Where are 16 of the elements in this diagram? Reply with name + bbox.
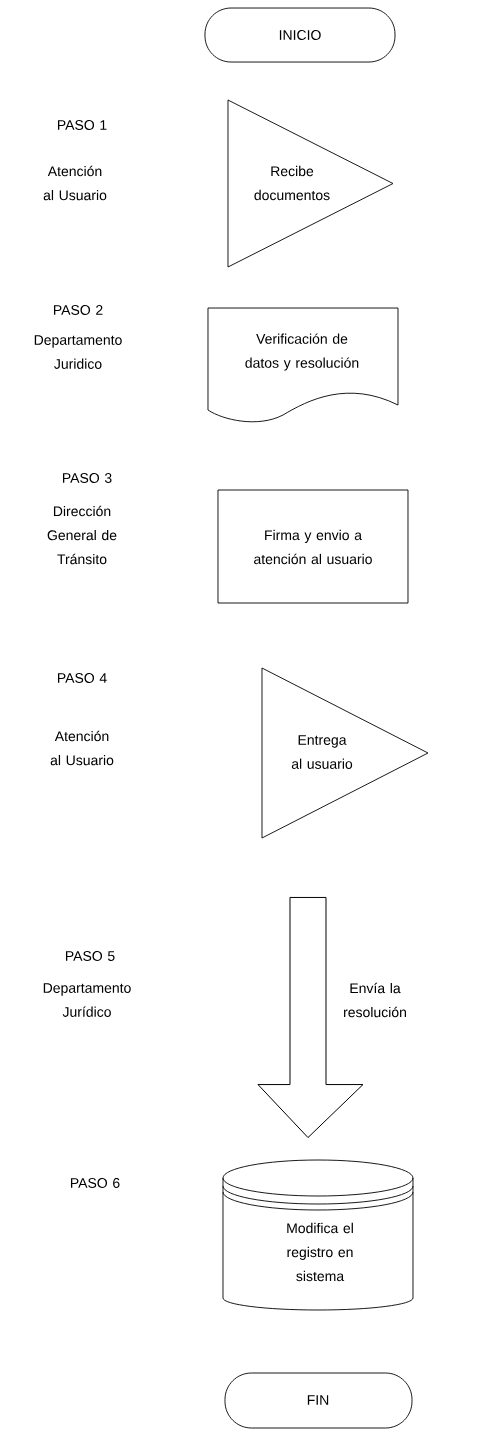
step-label: PASO 6	[71, 1178, 120, 1188]
department-label: Atención al Usuario	[43, 165, 107, 201]
block-arrow	[257, 896, 364, 1139]
step-label: PASO 3	[63, 473, 112, 483]
process-box: Firma y envio a atención al usuario	[217, 489, 409, 604]
step-label: PASO 5	[66, 951, 115, 961]
node-label: Modifica el registro en sistema	[287, 1222, 353, 1282]
department-label: Departamento Juridico	[34, 335, 122, 369]
department-label: Departamento Jurídico	[43, 983, 131, 1017]
database-cylinder: Modifica el registro en sistema	[222, 1159, 414, 1311]
step-label: PASO 1	[58, 120, 107, 130]
edge-label: Envía la resolución	[334, 981, 416, 1019]
department-label: Dirección General de Tránsito	[47, 505, 117, 565]
step-label: PASO 4	[58, 673, 107, 683]
department-label: Atención al Usuario	[50, 730, 114, 766]
step-label: PASO 2	[54, 305, 103, 315]
